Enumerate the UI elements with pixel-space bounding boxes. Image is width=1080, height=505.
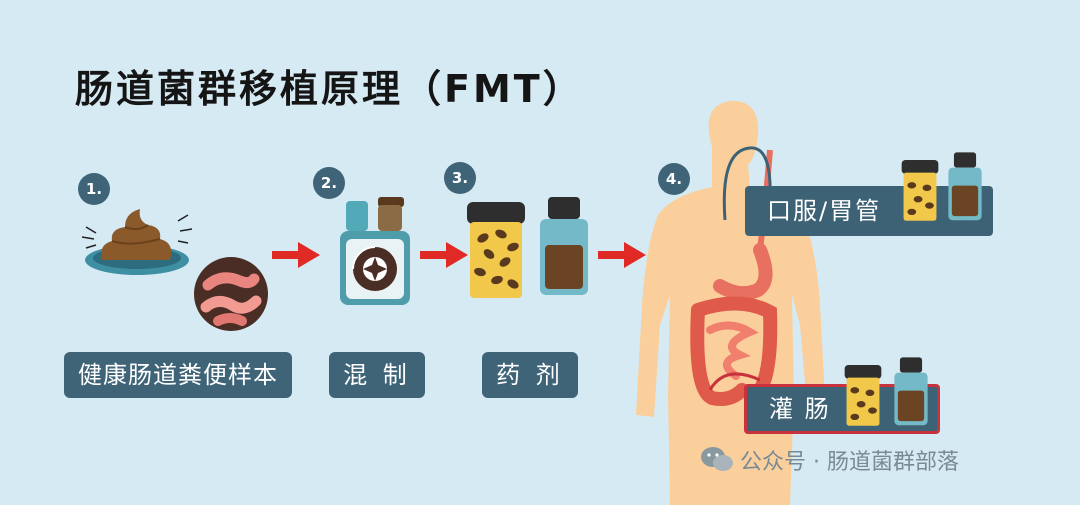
liquid-bottle-icon (948, 152, 982, 221)
blender-icon (340, 197, 410, 305)
liquid-bottle-icon (540, 197, 588, 295)
arrow-3-icon (598, 242, 646, 268)
enema-tube-line (708, 372, 761, 391)
liquid-bottle-icon (894, 357, 928, 426)
step-2-label: 混 制 (329, 352, 425, 398)
digestive-tract-icon (690, 149, 778, 406)
step-4-number: 4. (658, 163, 690, 195)
page-title: 肠道菌群移植原理（FMT） (75, 67, 584, 111)
step-1-number: 1. (78, 173, 110, 205)
step-3-label: 药 剂 (482, 352, 578, 398)
watermark: 公众号 · 肠道菌群部落 (740, 450, 959, 475)
oral-tube-line (722, 146, 772, 221)
oral-route-label: 口服/胃管 (767, 197, 882, 225)
enema-route-box: 灌 肠 (744, 357, 940, 434)
enema-route-label: 灌 肠 (769, 395, 831, 423)
capsule-jar-icon (844, 365, 882, 426)
arrow-2-icon (420, 242, 468, 268)
bacteria-icon (194, 257, 268, 331)
arrow-1-icon (272, 242, 320, 268)
capsule-jar-icon (901, 160, 939, 221)
step-2-number: 2. (313, 167, 345, 199)
poop-icon (81, 209, 193, 275)
step-3-number: 3. (444, 162, 476, 194)
step-1-label: 健康肠道粪便样本 (64, 352, 292, 398)
oral-route-box: 口服/胃管 (745, 152, 993, 236)
capsule-jar-icon (467, 202, 525, 298)
wechat-icon (701, 447, 733, 471)
